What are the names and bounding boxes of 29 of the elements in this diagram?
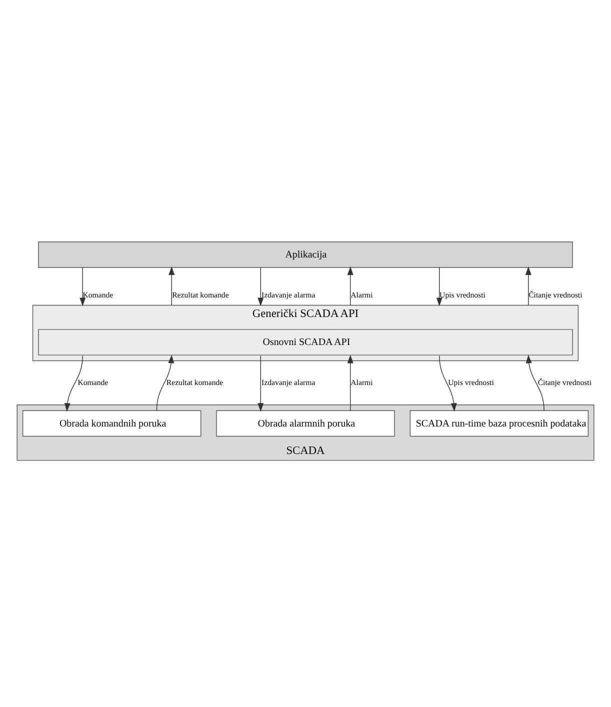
arrow [347, 266, 354, 306]
edge-label: Rezultat komande [166, 377, 224, 386]
node-box: Obrada komandnih poruka [22, 410, 202, 436]
arrow [258, 266, 264, 306]
arrow [80, 266, 86, 306]
edge-label: Komande [82, 290, 114, 299]
arrow [64, 354, 83, 412]
edge-label: Rezultat komande [172, 290, 229, 299]
edge-label: Upis vrednosti [448, 377, 494, 386]
edge-label: Čitanje vrednosti [528, 290, 582, 299]
edge-label: Alarmi [350, 290, 373, 299]
arrow [347, 354, 354, 410]
node-box: Osnovni SCADA API [38, 328, 573, 355]
edge-label: Izdavanje alarma [262, 377, 316, 386]
edge-label: Alarmi [350, 377, 373, 386]
edge-label: Komande [78, 377, 108, 386]
edge-label: Upis vrednosti [440, 290, 486, 299]
edge-label: Izdavanje alarma [262, 290, 316, 299]
node-box: Obrada alarmnih poruka [216, 410, 395, 436]
arrow [526, 354, 544, 410]
edge-label: Čitanje vrednosti [538, 377, 592, 386]
node-box: Aplikacija [38, 241, 573, 268]
node-box: SCADA run-time baza procesnih podataka [410, 410, 589, 436]
arrow [436, 266, 442, 306]
arrow [168, 266, 175, 306]
arrow [439, 354, 457, 412]
arrow [525, 266, 532, 306]
arrow [258, 354, 264, 412]
arrow [156, 354, 174, 410]
